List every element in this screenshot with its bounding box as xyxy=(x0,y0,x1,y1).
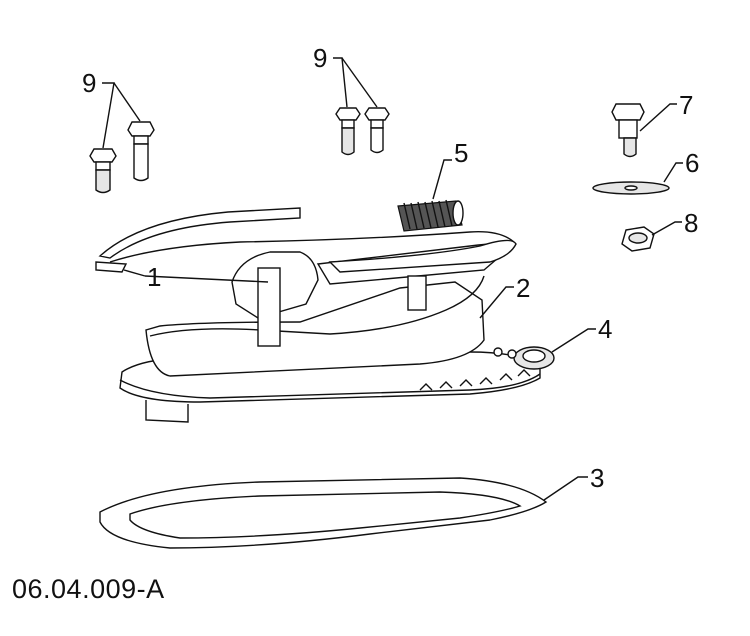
gasket-part xyxy=(99,477,548,549)
housing-assembly xyxy=(95,207,555,423)
callout-2: 2 xyxy=(516,273,530,303)
leader-lines xyxy=(102,57,683,501)
callout-8: 8 xyxy=(684,208,698,238)
callout-3: 3 xyxy=(590,463,604,493)
bolt-pair-left xyxy=(89,121,155,194)
bolt-seven xyxy=(611,103,645,158)
callout-4: 4 xyxy=(598,314,612,344)
washer-six xyxy=(592,181,670,195)
callout-5: 5 xyxy=(454,138,468,168)
nut-eight xyxy=(621,226,655,252)
callout-7: 7 xyxy=(679,90,693,120)
callout-6: 6 xyxy=(685,148,699,178)
callout-1: 1 xyxy=(147,262,161,292)
bolt-pair-right xyxy=(335,107,390,156)
figure-code-label: 06.04.009-A xyxy=(12,574,165,604)
spring-part xyxy=(397,199,464,232)
callout-9-right: 9 xyxy=(313,43,327,73)
callout-9-left: 9 xyxy=(82,68,96,98)
